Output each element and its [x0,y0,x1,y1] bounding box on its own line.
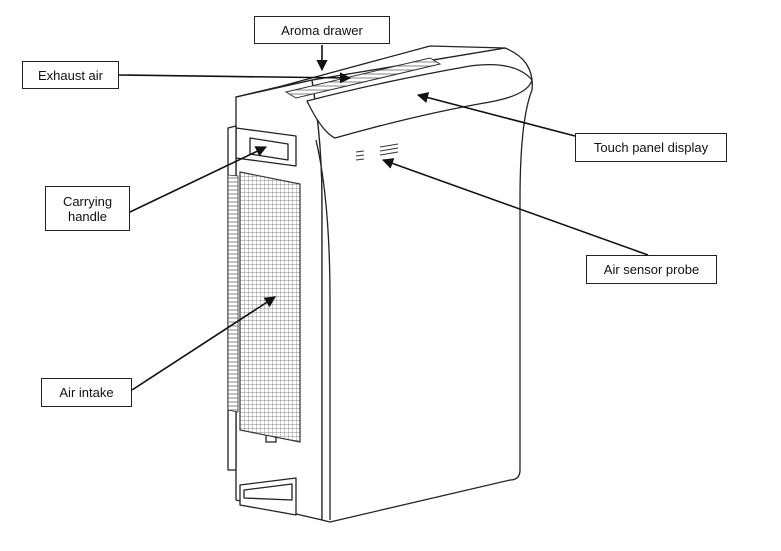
air-intake-grille [239,171,301,443]
arrow-touch-panel [416,92,576,137]
callout-arrows [118,45,649,391]
carrying-handle-label-line2: handle [67,208,108,224]
air-sensor-vents [355,143,399,161]
exhaust-grille [284,57,442,99]
touch-panel-display-label: Touch panel display [575,133,727,162]
carrying-handle-label: Carrying handle [45,186,130,231]
air-sensor-probe-label: Air sensor probe [586,255,717,284]
arrow-air-intake [131,296,276,391]
arrow-exhaust-air [118,72,352,84]
aroma-drawer-label: Aroma drawer [254,16,390,44]
arrow-air-sensor [381,158,649,256]
air-intake-label: Air intake [41,378,132,407]
arrow-carrying-handle [129,146,268,213]
carrying-handle-label-line1: Carrying [62,193,113,209]
exhaust-air-label: Exhaust air [22,61,119,89]
